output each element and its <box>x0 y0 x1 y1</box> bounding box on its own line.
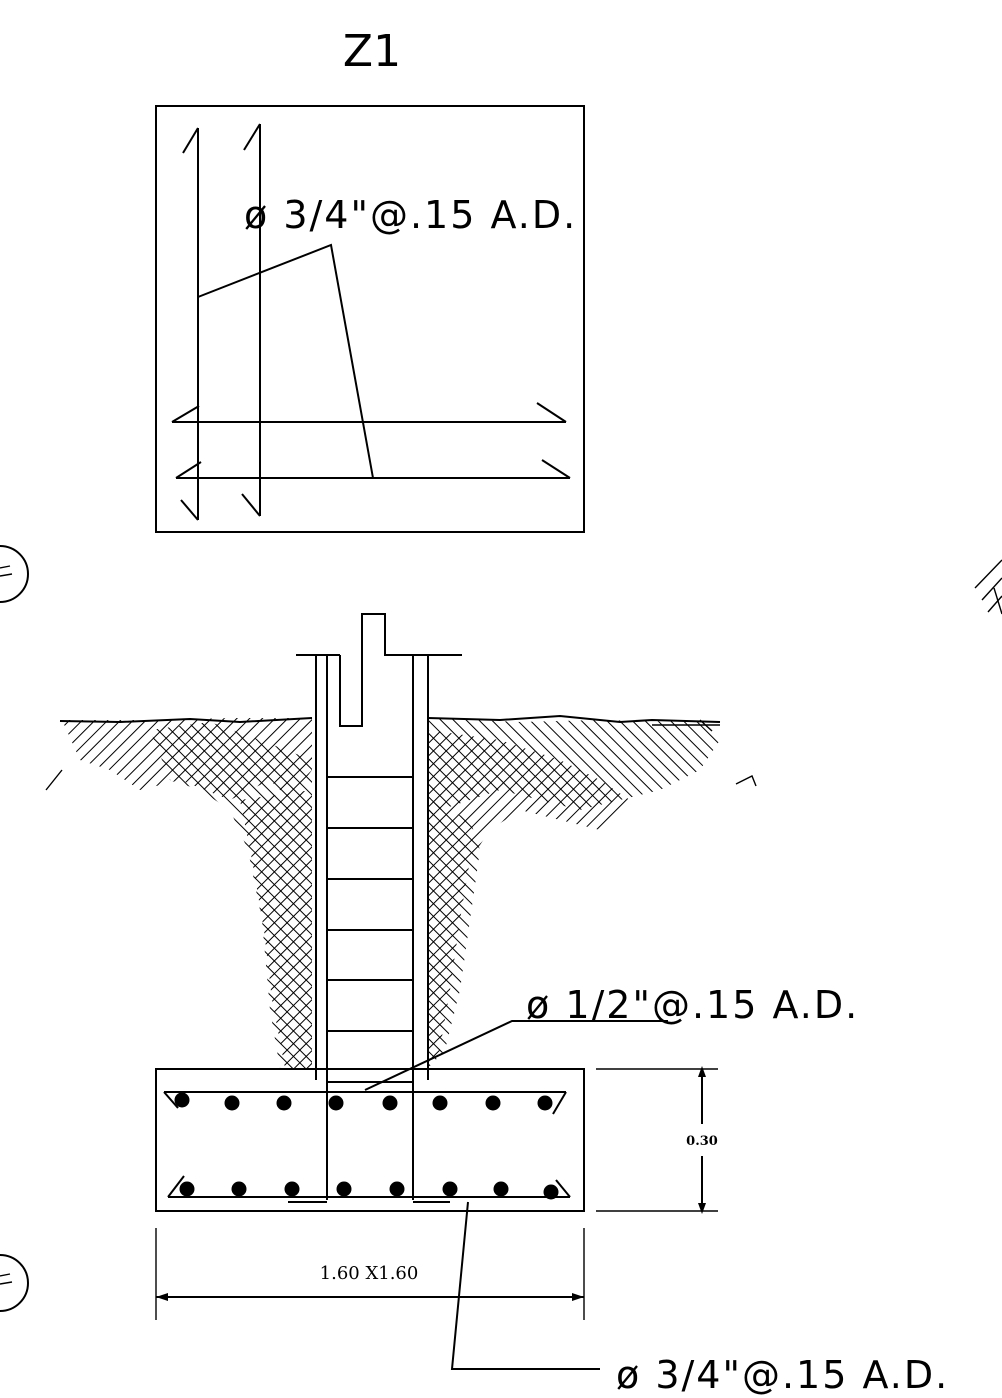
plan-leader-line <box>197 243 374 479</box>
height-dimension: 0.30 <box>596 1066 718 1214</box>
dimension-height-value: 0.30 <box>686 1134 718 1149</box>
section-lower-rebar-label: ø 3/4"@.15 A.D. <box>616 1353 949 1397</box>
section-upper-rebar-label: ø 1/2"@.15 A.D. <box>526 983 859 1027</box>
section-upper-leader <box>364 1020 668 1091</box>
footing-bottom-rebar-dots <box>179 1181 559 1200</box>
width-dimension: 1.60 X1.60 <box>155 1228 585 1320</box>
footing-top-rebar-dots <box>174 1092 553 1111</box>
dimension-width-value: 1.60 X1.60 <box>320 1263 419 1284</box>
soil-right-b <box>428 730 630 1068</box>
section-lower-leader <box>450 1201 600 1370</box>
margin-symbol-left-bottom <box>0 1254 29 1312</box>
plan-view: ø 3/4"@.15 A.D. <box>155 105 585 533</box>
soil-left-c <box>240 790 312 1068</box>
ground-line <box>59 717 313 724</box>
plan-outline <box>155 105 585 533</box>
drawing-title: Z1 <box>343 26 401 77</box>
margin-symbol-right <box>974 559 1002 615</box>
margin-symbol-left-top <box>0 545 29 603</box>
footing-outline <box>155 1068 585 1212</box>
column-stirrups <box>327 776 413 1083</box>
plan-rebar-label: ø 3/4"@.15 A.D. <box>244 193 577 237</box>
section-view: ø 1/2"@.15 A.D. ø 3/4"@.15 A.D. 0.30 1.6… <box>45 613 949 1397</box>
column-break-symbol <box>339 613 413 727</box>
soil-right-c <box>428 800 480 1068</box>
